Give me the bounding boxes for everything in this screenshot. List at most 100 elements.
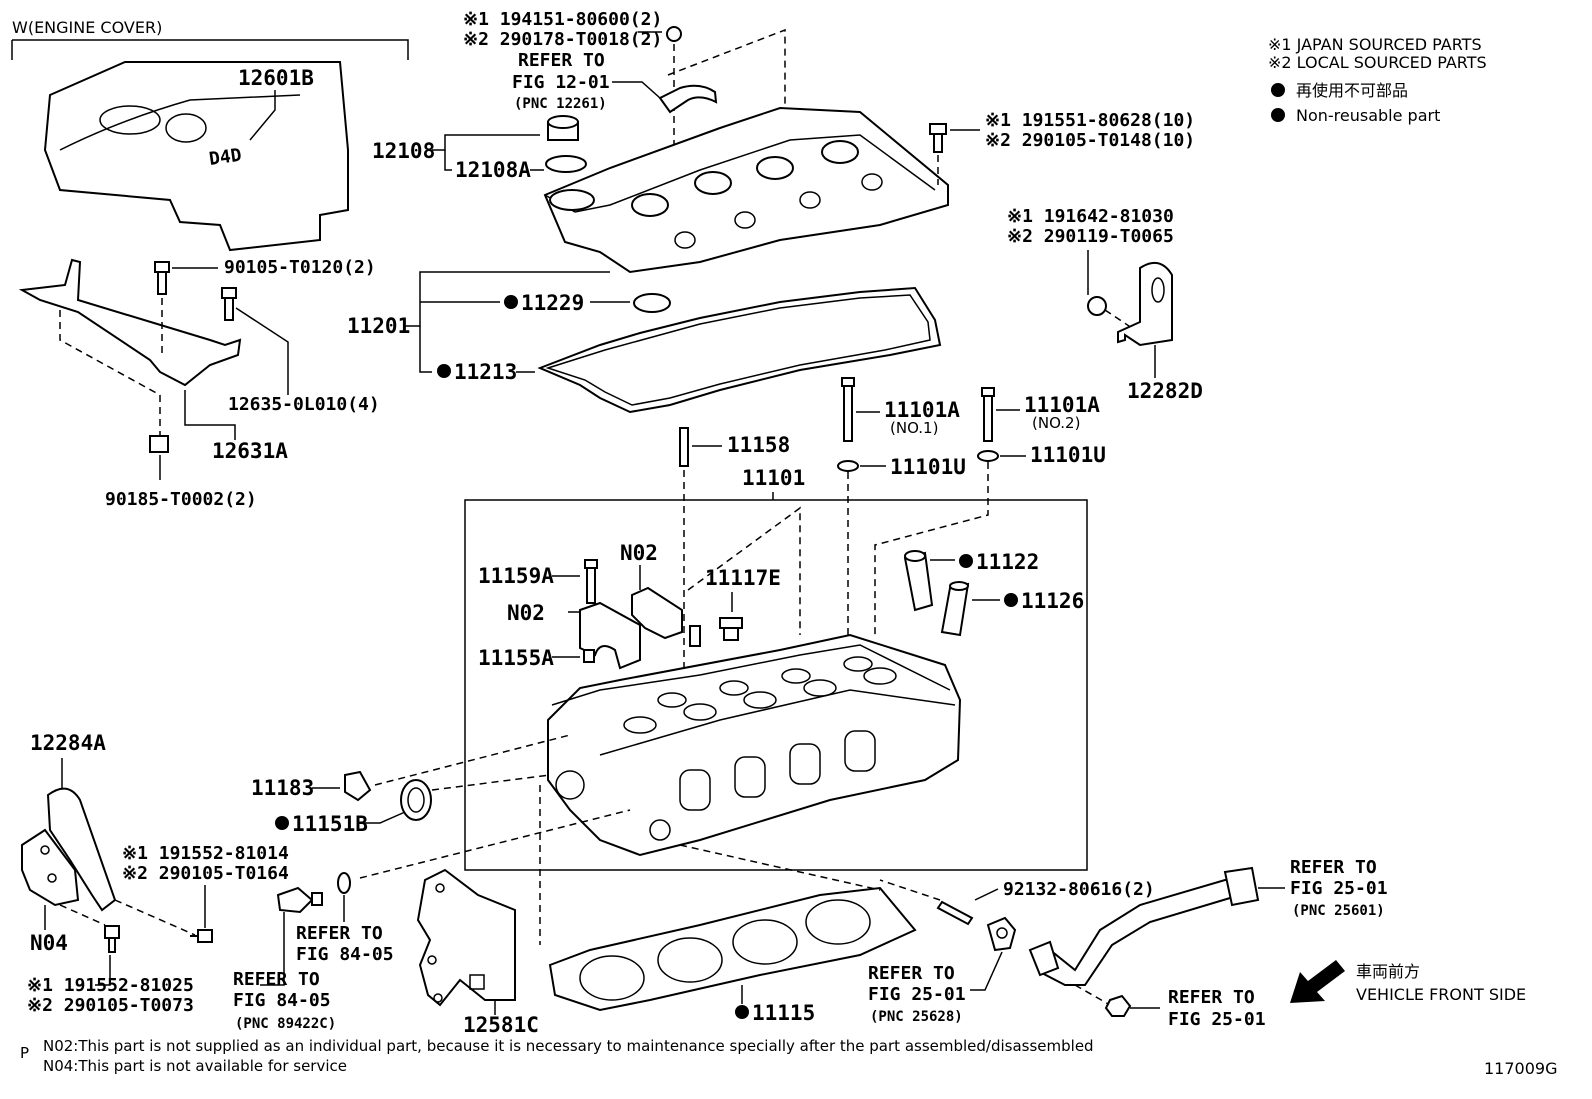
timing-cover-section: 12581C [416,785,541,1037]
cylinder-head-box [464,499,1088,871]
label-11213: 11213 [454,360,517,384]
legend-non-reusable-en: Non-reusable part [1296,106,1440,125]
cylinder-head-cover [543,106,949,274]
label-11101A-no2: 11101A [1024,393,1100,417]
head-gasket-section: 11115 [548,844,917,1025]
guide-11126-top [949,581,969,591]
legend-dot-icon-1 [1271,83,1285,97]
leader-11201-top [405,271,610,327]
label-refer-nut: REFER TO [1168,987,1255,1008]
legend-non-reusable-jp: 再使用不可部品 [1296,81,1408,100]
leader-11151B [362,811,406,824]
head-cover-ridge [544,134,936,213]
cylinder-head-section: 11101 11122 11126 N02 N02 11159A 11155A … [251,466,1088,871]
leader-sensor [260,912,285,986]
washer-11101U-2 [977,450,999,462]
dash-bolt-no2 [874,462,989,635]
label-12108A: 12108A [455,158,531,182]
pipe-25601-flange-2 [1028,940,1060,977]
legend: ※1 JAPAN SOURCED PARTS ※2 LOCAL SOURCED … [1268,35,1487,125]
head-cover-plug-3 [756,156,794,180]
bolt-191552-81025 [104,925,120,953]
label-11229: 11229 [521,291,584,315]
head-deck-edge [551,644,951,706]
leader-12601B [249,90,276,141]
label-12635: 12635-0L010(4) [228,394,380,415]
label-refer-25601: REFER TO [1290,857,1377,878]
bolt-11101A-no1 [841,377,855,442]
label-290178: ※2 290178-T0018(2) [463,29,662,50]
timing-cover-hole-3 [433,993,443,1003]
head-cover-filler-neck [549,189,595,211]
hanger-hole-1 [40,845,50,855]
gasket-bore-2 [657,937,723,983]
dash-N04 [59,904,106,926]
hose-12261 [658,84,718,114]
section-title-engine-cover: W(ENGINE COVER) [12,18,162,37]
label-refer-12-01: REFER TO [518,50,605,71]
engine-cover-12601B [43,61,349,252]
leader-92132 [974,888,999,901]
label-11158: 11158 [727,433,790,457]
guide-11122-top [904,550,926,562]
label-12601B: 12601B [238,66,314,90]
label-191642: ※1 191642-81030 [1007,206,1174,227]
head-mid-edge [599,689,956,756]
label-290105-T0073: ※2 290105-T0073 [27,995,194,1016]
label-fig-nut: FIG 25-01 [1168,1009,1266,1030]
leader-fig-12-01 [612,81,661,99]
label-12581C: 12581C [463,1013,539,1037]
head-cover-plug-1 [631,193,669,217]
plug-11183 [344,770,372,802]
gasket-12108A [545,155,587,173]
non-reusable-dot-11115 [735,1005,749,1019]
engine-cover-section: W(ENGINE COVER) D4D 12601B 90185-T0002(2… [11,18,409,510]
label-11126: 11126 [1021,589,1084,613]
gasket-11213 [537,286,942,414]
head-cover-boss-1 [674,231,696,249]
stud-12635 [221,287,237,321]
dash-nut [1074,984,1111,1006]
washer-11101U-1 [837,460,859,472]
label-N02-left: N02 [507,601,545,625]
gasket-11213-inner [545,294,931,406]
footnote-n04: N04:This part is not available for servi… [43,1057,347,1075]
dash-191552-81014 [114,899,196,936]
label-11101A-no1-sub: (NO.1) [890,419,938,437]
label-12284A: 12284A [30,731,106,755]
guide-11126 [940,582,970,637]
label-290105-T0164: ※2 290105-T0164 [122,863,289,884]
oil-cap-top [547,115,579,129]
label-11155A: 11155A [478,646,554,670]
head-cover-boss-2 [734,211,756,229]
legend-local-sourced: ※2 LOCAL SOURCED PARTS [1268,53,1487,72]
dash-sensor [359,809,631,879]
label-refer-84-05-a: REFER TO [296,923,383,944]
dash-gasket [679,844,881,891]
plug-11117E [719,617,743,641]
egr-pipe-section: 92132-80616(2) REFER TO FIG 25-01 (PNC 2… [868,857,1388,1030]
cover-oil-cap-opening [99,105,161,135]
label-11151B: 11151B [292,812,368,836]
leader-11201-bottom [419,326,432,373]
head-cover-plug-4 [821,140,859,164]
label-191552-81025: ※1 191552-81025 [27,975,194,996]
label-12631A: 12631A [212,439,288,463]
head-cover-boss-4 [861,173,883,191]
bolt-191551 [929,123,947,153]
head-exhaust-ports [555,730,876,841]
label-pnc-12261: (PNC 12261) [514,96,607,112]
label-290119: ※2 290119-T0065 [1007,226,1174,247]
label-fig-84-05-a: FIG 84-05 [296,944,394,965]
bracket-12282D-hole [1151,277,1165,303]
label-92132: 92132-80616(2) [1003,879,1155,900]
label-11201: 11201 [347,314,410,338]
label-N04: N04 [30,931,68,955]
leader-12631A [184,390,236,440]
cover-emblem [165,113,207,143]
footnote-prefix: P [20,1044,29,1062]
label-11101A-no1: 11101A [884,398,960,422]
direction-indicator: 車両前方 VEHICLE FRONT SIDE [1290,960,1526,1004]
pin-dowel [689,625,701,647]
timing-cover-12581C [416,868,516,1007]
